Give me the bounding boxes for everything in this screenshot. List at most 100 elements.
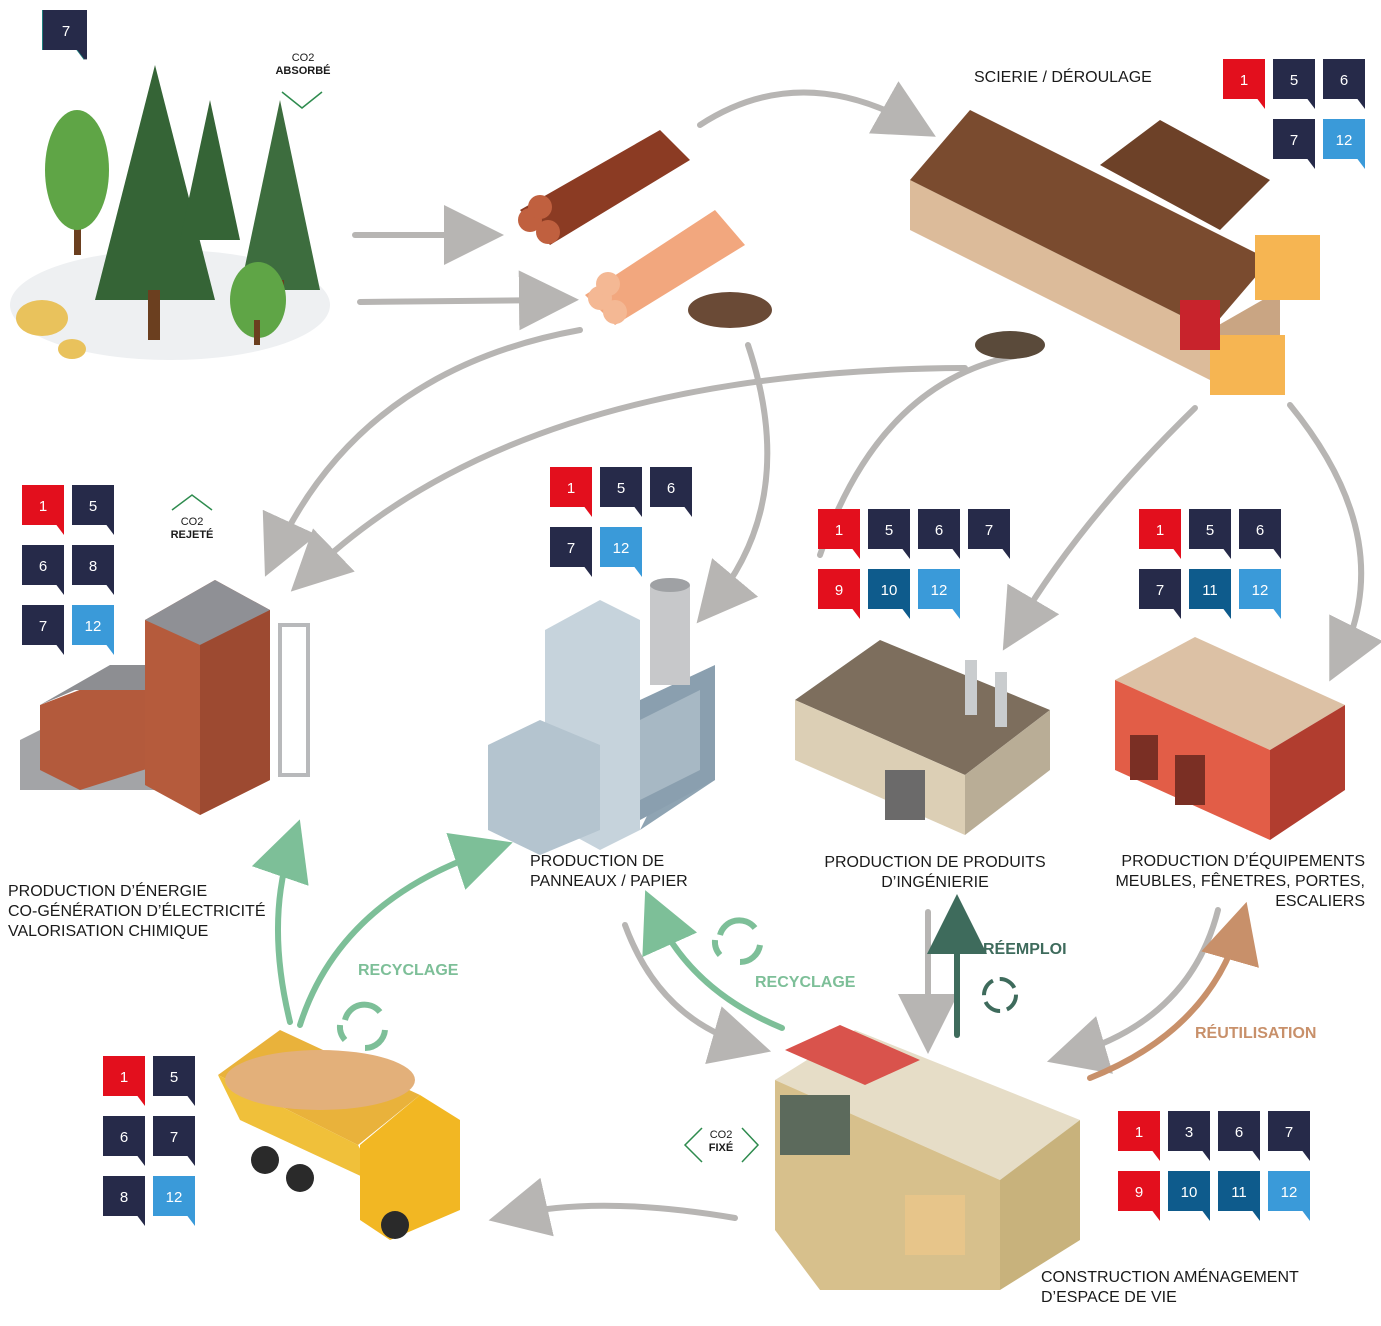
arrow-forest-to-logs-bottom: [357, 270, 579, 331]
equipment-badge-1: 1: [1139, 509, 1181, 559]
co2-absorbed-top: CO2: [291, 52, 315, 64]
construction-badge-number: 10: [1180, 1183, 1198, 1201]
engineering-label-line-2: D’INGÉNIERIE: [881, 874, 989, 891]
truck-badge-5: 5: [153, 1056, 195, 1106]
construction-badge-7: 7: [1268, 1111, 1310, 1161]
truck-badge-number: 5: [169, 1068, 179, 1086]
engineering-badge-number: 1: [834, 521, 844, 539]
arrow-logs-to-energy: [262, 327, 583, 577]
equipment-badge-5: 5: [1189, 509, 1231, 559]
co2-absorbed-chevron: [281, 91, 323, 109]
engineering-badge-number: 9: [834, 581, 844, 599]
engineering-badge-9: 9: [818, 569, 860, 619]
arrow-truck-to-panels: [297, 832, 513, 1028]
forest-badges: 2467: [42, 10, 242, 60]
equipment-badge-number: 6: [1255, 521, 1265, 539]
truck-badge-number: 6: [119, 1128, 129, 1146]
engineering-badge-12: 12: [918, 569, 960, 619]
engineering-badge-6: 6: [918, 509, 960, 559]
sawmill-badge-number: 6: [1339, 71, 1349, 89]
sawmill-badge-12: 12: [1323, 119, 1365, 169]
equipment-badge-number: 5: [1205, 521, 1215, 539]
construction-badge-number: 3: [1184, 1123, 1194, 1141]
equipment-badge-7: 7: [1139, 569, 1181, 619]
energy-badge-number: 1: [38, 497, 48, 515]
construction-badge-number: 6: [1234, 1123, 1244, 1141]
sawmill-badge-6: 6: [1323, 59, 1365, 109]
energy-badge-12: 12: [72, 605, 114, 655]
panel-factory-illustration: [488, 578, 715, 855]
arrow-panels-to-construction: [622, 922, 772, 1065]
co2-released-label: CO2 REJETÉ: [160, 516, 224, 542]
panels-badge-number: 1: [566, 479, 576, 497]
construction-badge-number: 9: [1134, 1183, 1144, 1201]
co2-fixed-chevron-right: [741, 1127, 760, 1163]
panels-badge-12: 12: [600, 527, 642, 577]
truck-badge-number: 12: [165, 1188, 183, 1206]
truck-badge-12: 12: [153, 1176, 195, 1226]
sawmill-badge-7: 7: [1273, 119, 1315, 169]
energy-badge-number: 6: [38, 557, 48, 575]
co2-released-top: CO2: [180, 516, 204, 528]
panels-badge-number: 12: [612, 539, 630, 557]
energy-label-line-2: CO-GÉNÉRATION D’ÉLECTRICITÉ: [8, 903, 266, 920]
arrow-sawmill-to-equipment: [1287, 402, 1381, 682]
equipment-badge-12: 12: [1239, 569, 1281, 619]
energy-badge-number: 12: [84, 617, 102, 635]
construction-badge-10: 10: [1168, 1171, 1210, 1221]
forest-illustration: [10, 65, 330, 360]
co2-fixed-bottom: FIXÉ: [708, 1142, 734, 1154]
engineering-badge-number: 5: [884, 521, 894, 539]
co2-fixed-label: CO2 FIXÉ: [696, 1129, 746, 1155]
truck-badge-number: 8: [119, 1188, 129, 1206]
energy-badge-7: 7: [22, 605, 64, 655]
panels-badge-1: 1: [550, 467, 592, 517]
equipment-badge-11: 11: [1189, 569, 1231, 619]
energy-badge-number: 5: [88, 497, 98, 515]
equipment-badge-number: 1: [1155, 521, 1165, 539]
energy-badge-1: 1: [22, 485, 64, 535]
sawmill-badge-number: 7: [1289, 131, 1299, 149]
recyclage-center-label: RECYCLAGE: [755, 974, 856, 991]
panels-badge-number: 6: [666, 479, 676, 497]
truck-badge-number: 1: [119, 1068, 129, 1086]
construction-badge-6: 6: [1218, 1111, 1260, 1161]
truck-badge-1: 1: [103, 1056, 145, 1106]
panels-label: PRODUCTION DE PANNEAUX / PAPIER: [530, 852, 688, 892]
engineering-badge-5: 5: [868, 509, 910, 559]
equipment-badge-number: 12: [1251, 581, 1269, 599]
engineering-badge-7: 7: [968, 509, 1010, 559]
co2-absorbed-label: CO2 ABSORBÉ: [268, 52, 338, 78]
truck-badge-number: 7: [169, 1128, 179, 1146]
panels-badge-number: 7: [566, 539, 576, 557]
panels-label-line-1: PRODUCTION DE: [530, 853, 665, 870]
reemploi-cycle-icon: [982, 977, 1018, 1013]
reutilisation-label: RÉUTILISATION: [1195, 1025, 1317, 1042]
panels-badge-6: 6: [650, 467, 692, 517]
sawmill-badge-number: 12: [1335, 131, 1353, 149]
panels-badge-5: 5: [600, 467, 642, 517]
arrow-sawmill-to-engineering: [1002, 405, 1198, 651]
engineering-badge-number: 7: [984, 521, 994, 539]
arrow-construction-to-truck: [488, 1177, 738, 1237]
construction-badge-number: 1: [1134, 1123, 1144, 1141]
engineering-badge-1: 1: [818, 509, 860, 559]
engineering-badge-number: 10: [880, 581, 898, 599]
construction-label: CONSTRUCTION AMÉNAGEMENT D’ESPACE DE VIE: [1041, 1268, 1299, 1308]
energy-plant-illustration: [20, 580, 310, 815]
recyclage-left-label: RECYCLAGE: [358, 962, 459, 979]
construction-badge-number: 7: [1284, 1123, 1294, 1141]
energy-badge-5: 5: [72, 485, 114, 535]
construction-badge-9: 9: [1118, 1171, 1160, 1221]
construction-badge-number: 11: [1231, 1183, 1247, 1201]
energy-label-line-3: VALORISATION CHIMIQUE: [8, 923, 209, 940]
energy-badge-8: 8: [72, 545, 114, 595]
construction-label-line-2: D’ESPACE DE VIE: [1041, 1289, 1177, 1306]
construction-badge-11: 11: [1218, 1171, 1260, 1221]
forest-badge-number: 7: [61, 22, 71, 40]
construction-badge-number: 12: [1280, 1183, 1298, 1201]
engineering-badge-number: 6: [934, 521, 944, 539]
equipment-factory-illustration: [1115, 637, 1345, 840]
